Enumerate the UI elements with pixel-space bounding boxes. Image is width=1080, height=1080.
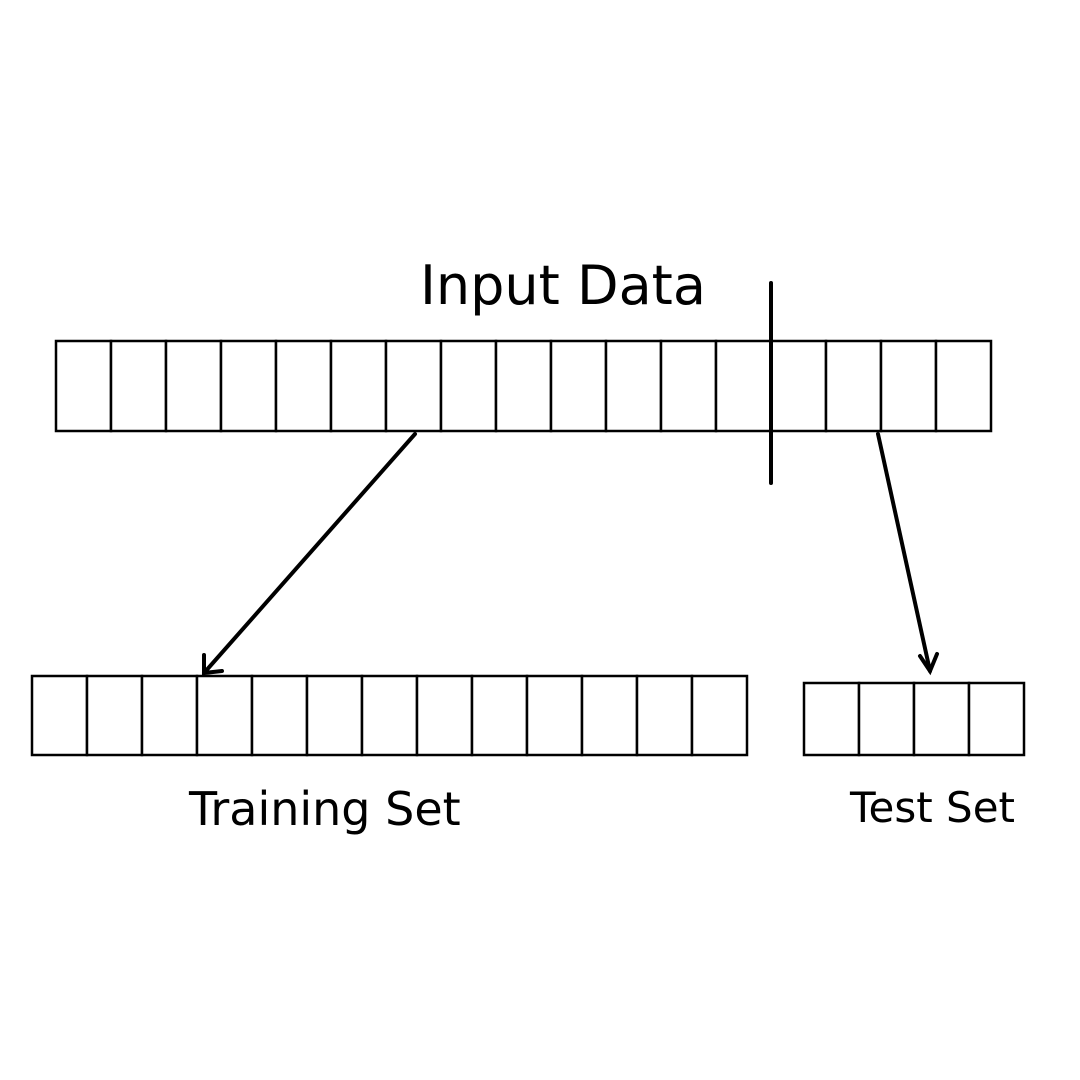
input-data-label: Input Data: [420, 254, 706, 317]
training-set-cell: [195, 674, 254, 757]
training-set-cell: [85, 674, 144, 757]
input-data-cell: [439, 339, 498, 433]
input-data-cell: [54, 339, 113, 433]
training-set-cell: [360, 674, 419, 757]
input-data-cell: [329, 339, 388, 433]
test-set-array: [802, 681, 1026, 757]
training-set-cell: [415, 674, 474, 757]
training-set-cell: [525, 674, 584, 757]
input-data-cell: [494, 339, 553, 433]
input-data-cell: [659, 339, 718, 433]
input-data-cell: [604, 339, 663, 433]
training-set-cell: [305, 674, 364, 757]
training-set-cell: [250, 674, 309, 757]
arrow-head-test: [918, 652, 939, 676]
test-set-cell: [802, 681, 861, 757]
training-set-cell: [635, 674, 694, 757]
training-set-array: [30, 674, 749, 757]
input-data-cell: [824, 339, 883, 433]
test-set-cell: [967, 681, 1026, 757]
test-set-label: Test Set: [849, 783, 1015, 832]
input-data-cell: [769, 339, 828, 433]
arrow-shaft-test: [876, 432, 932, 673]
training-set-cell: [690, 674, 749, 757]
input-data-cell: [714, 339, 773, 433]
input-data-cell: [879, 339, 938, 433]
training-set-cell: [580, 674, 639, 757]
input-data-cell: [219, 339, 278, 433]
arrow-head-training: [202, 653, 224, 676]
input-data-cell: [549, 339, 608, 433]
arrow-to-training-set: [202, 432, 417, 676]
training-set-cell: [140, 674, 199, 757]
test-set-cell: [912, 681, 971, 757]
input-data-array: [54, 339, 993, 433]
input-data-cell: [164, 339, 223, 433]
training-set-cell: [470, 674, 529, 757]
arrow-to-test-set: [876, 432, 939, 676]
training-set-label: Training Set: [188, 782, 461, 836]
input-data-cell: [274, 339, 333, 433]
test-set-cell: [857, 681, 916, 757]
training-set-cell: [30, 674, 89, 757]
input-data-cell: [384, 339, 443, 433]
input-data-cell: [934, 339, 993, 433]
input-data-cell: [109, 339, 168, 433]
arrow-shaft-training: [202, 432, 417, 675]
